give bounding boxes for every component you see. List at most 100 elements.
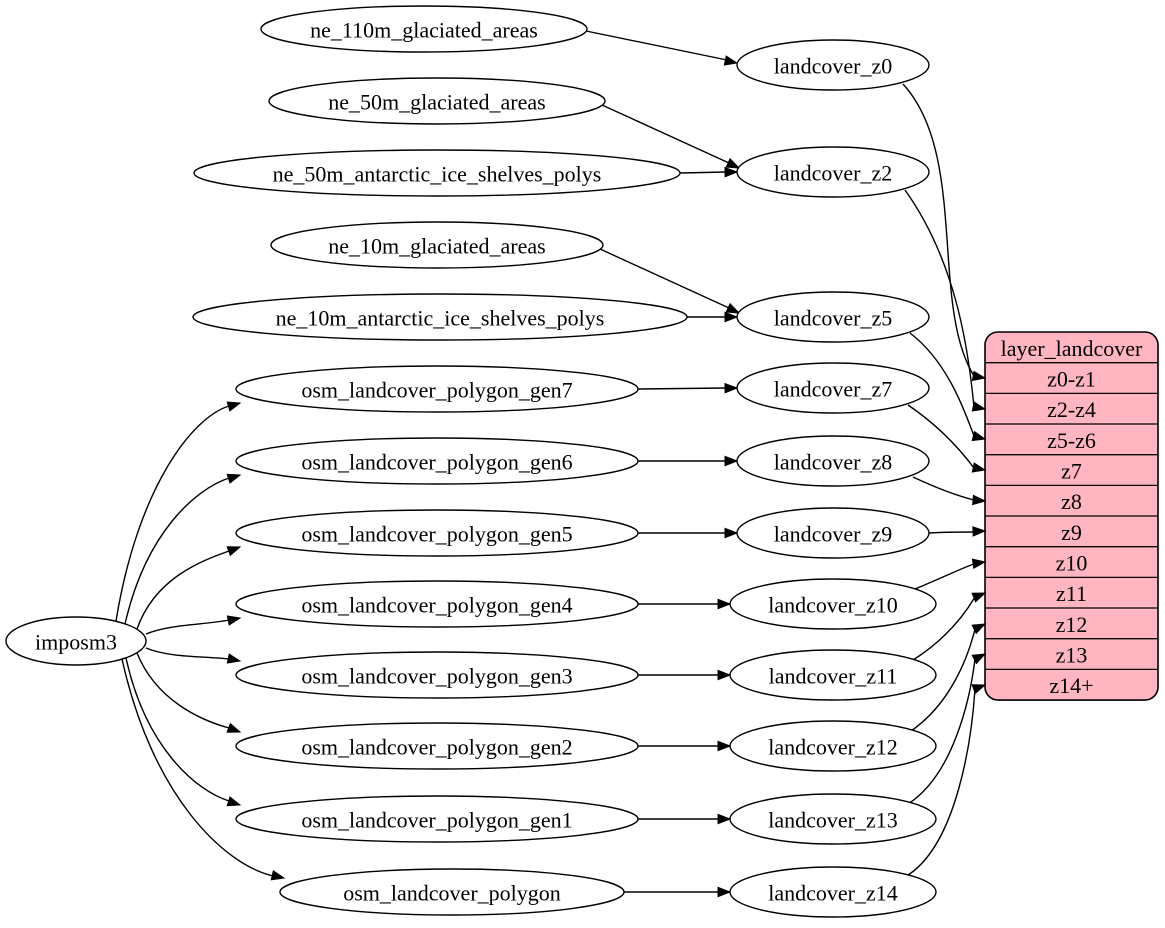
edge-path	[914, 563, 975, 590]
arrowhead-icon	[717, 669, 732, 681]
edge-path	[115, 405, 230, 622]
edge-osm_landcover_polygon_gen6--landcover_z8	[638, 455, 739, 467]
edge-path	[904, 189, 975, 408]
arrowhead-icon	[971, 623, 987, 635]
edge-ne_10m_antarctic_ice_shelves_polys--landcover_z5	[687, 311, 739, 323]
arrowhead-icon	[226, 473, 242, 484]
node-osm_landcover_polygon_gen2: osm_landcover_polygon_gen2	[235, 722, 639, 770]
node-ellipse-osm_landcover_polygon_gen4	[235, 580, 639, 628]
node-ellipse-imposm3	[5, 616, 147, 666]
edge-osm_landcover_polygon_gen5--landcover_z9	[638, 527, 739, 539]
arrowhead-icon	[971, 401, 987, 412]
node-landcover_z12: landcover_z12	[729, 720, 937, 772]
node-label-osm_landcover_polygon_gen4: osm_landcover_polygon_gen4	[301, 593, 572, 618]
arrowhead-icon	[717, 598, 732, 610]
node-landcover_z9: landcover_z9	[736, 507, 930, 559]
arrowhead-icon	[724, 166, 739, 178]
edge-imposm3--osm_landcover_polygon_gen4	[145, 615, 242, 635]
edge-path	[904, 688, 976, 878]
edge-osm_landcover_polygon--landcover_z14	[624, 886, 732, 898]
edge-osm_landcover_polygon_gen3--landcover_z11	[638, 669, 732, 681]
node-osm_landcover_polygon_gen6: osm_landcover_polygon_gen6	[235, 437, 639, 485]
node-label-landcover_z8: landcover_z8	[774, 450, 893, 475]
arrowhead-icon	[724, 311, 739, 323]
edge-landcover_z5--row-z5-z6	[909, 332, 987, 442]
arrowhead-icon	[971, 684, 987, 695]
edge-landcover_z10--row-z10	[914, 558, 987, 590]
arrowhead-icon	[723, 55, 739, 66]
edge-landcover_z11--row-z11	[912, 592, 987, 661]
node-ellipse-ne_50m_antarctic_ice_shelves_polys	[193, 149, 681, 197]
node-label-ne_50m_antarctic_ice_shelves_polys: ne_50m_antarctic_ice_shelves_polys	[273, 162, 602, 187]
arrowhead-icon	[226, 546, 242, 557]
record-title: layer_landcover	[1001, 336, 1143, 361]
edge-path	[907, 404, 975, 469]
arrowhead-icon	[717, 740, 732, 752]
node-label-osm_landcover_polygon: osm_landcover_polygon	[343, 881, 561, 906]
record-row-z7: z7	[1061, 459, 1082, 484]
edge-landcover_z14--row-z14+	[904, 684, 987, 878]
edge-path	[907, 658, 976, 805]
node-ne_10m_antarctic_ice_shelves_polys: ne_10m_antarctic_ice_shelves_polys	[192, 293, 688, 341]
edge-path	[601, 104, 730, 164]
node-ellipse-osm_landcover_polygon_gen2	[235, 722, 639, 770]
node-label-landcover_z0: landcover_z0	[774, 54, 893, 79]
node-ellipse-landcover_z8	[736, 435, 930, 487]
node-label-osm_landcover_polygon_gen1: osm_landcover_polygon_gen1	[301, 808, 572, 833]
node-landcover_z0: landcover_z0	[736, 39, 930, 91]
node-label-ne_10m_antarctic_ice_shelves_polys: ne_10m_antarctic_ice_shelves_polys	[276, 306, 605, 331]
node-ellipse-osm_landcover_polygon_gen7	[235, 365, 639, 413]
node-ellipse-landcover_z14	[729, 866, 937, 918]
node-ellipse-ne_50m_glaciated_areas	[268, 77, 606, 125]
node-ellipse-osm_landcover_polygon_gen5	[235, 509, 639, 557]
node-label-ne_50m_glaciated_areas: ne_50m_glaciated_areas	[328, 90, 545, 115]
arrowhead-icon	[971, 653, 987, 665]
node-ellipse-ne_10m_antarctic_ice_shelves_polys	[192, 293, 688, 341]
edge-osm_landcover_polygon_gen1--landcover_z13	[638, 813, 732, 825]
node-label-landcover_z14: landcover_z14	[768, 881, 898, 906]
edge-path	[121, 658, 274, 877]
arrowhead-icon	[971, 462, 987, 473]
edge-imposm3--osm_landcover_polygon_gen5	[136, 546, 242, 630]
edge-ne_50m_glaciated_areas--landcover_z2	[601, 104, 741, 169]
node-ne_50m_glaciated_areas: ne_50m_glaciated_areas	[268, 77, 606, 125]
node-landcover_z14: landcover_z14	[729, 866, 937, 918]
node-ellipse-osm_landcover_polygon_gen1	[235, 795, 639, 843]
edge-imposm3--osm_landcover_polygon_gen2	[136, 652, 242, 733]
edge-imposm3--osm_landcover_polygon_gen3	[145, 647, 242, 664]
node-label-imposm3: imposm3	[35, 630, 117, 655]
node-ellipse-landcover_z10	[729, 578, 937, 630]
edge-landcover_z12--row-z12	[910, 623, 987, 732]
edge-path	[145, 647, 230, 660]
edge-landcover_z8--row-z8	[912, 476, 987, 506]
edge-imposm3--osm_landcover_polygon_gen7	[115, 401, 242, 622]
edge-imposm3--osm_landcover_polygon_gen6	[124, 473, 242, 625]
node-label-landcover_z9: landcover_z9	[774, 522, 893, 547]
node-label-landcover_z12: landcover_z12	[768, 735, 898, 760]
node-label-osm_landcover_polygon_gen6: osm_landcover_polygon_gen6	[301, 450, 572, 475]
arrowhead-icon	[717, 886, 732, 898]
node-label-landcover_z2: landcover_z2	[774, 161, 893, 186]
edge-landcover_z13--row-z13	[907, 653, 987, 805]
edge-osm_landcover_polygon_gen2--landcover_z12	[638, 740, 732, 752]
edge-path	[637, 387, 727, 390]
edge-imposm3--osm_landcover_polygon_gen1	[125, 657, 242, 807]
edge-path	[912, 596, 976, 661]
node-landcover_z2: landcover_z2	[736, 146, 930, 198]
record-row-z13: z13	[1056, 643, 1088, 668]
node-osm_landcover_polygon: osm_landcover_polygon	[279, 868, 625, 916]
arrowhead-icon	[226, 796, 242, 807]
edge-ne_10m_glaciated_areas--landcover_z5	[599, 248, 741, 314]
node-imposm3: imposm3	[5, 616, 147, 666]
arrowhead-icon	[717, 813, 732, 825]
node-landcover_z10: landcover_z10	[729, 578, 937, 630]
node-ellipse-osm_landcover_polygon_gen6	[235, 437, 639, 485]
edge-path	[912, 476, 975, 501]
arrowhead-icon	[724, 455, 739, 467]
node-ellipse-osm_landcover_polygon_gen3	[235, 651, 639, 699]
arrowhead-icon	[226, 401, 242, 412]
edge-osm_landcover_polygon_gen7--landcover_z7	[637, 382, 739, 394]
record-layer-landcover: layer_landcoverz0-z1z2-z4z5-z6z7z8z9z10z…	[984, 331, 1159, 701]
